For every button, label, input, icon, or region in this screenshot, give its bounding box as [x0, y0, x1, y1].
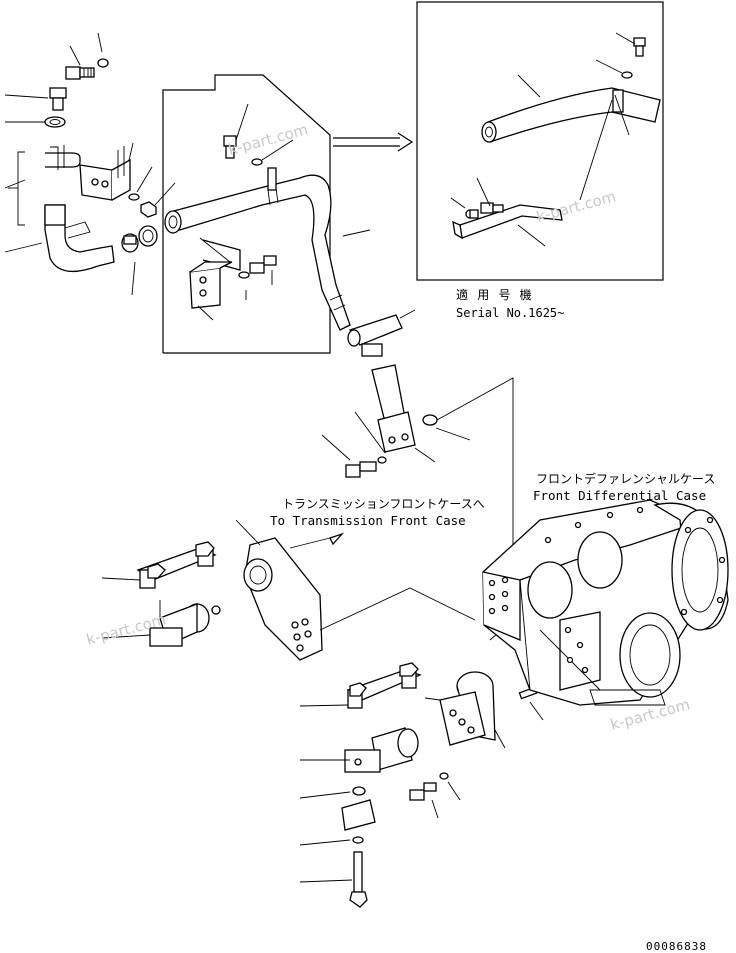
transmission-label-jp: トランスミッションフロントケースへ — [282, 497, 485, 511]
leader-lines-mount-left — [101, 519, 476, 639]
bolts-serial — [469, 37, 646, 219]
cushion-left — [149, 603, 221, 647]
upper-cap-lower — [346, 662, 422, 709]
clamp-bracket — [79, 146, 131, 201]
serial-note-en: Serial No.1625~ — [456, 306, 564, 320]
upper-cap-left — [136, 541, 217, 589]
differential-label-jp: フロントデファレンシャルケース — [536, 471, 715, 486]
leader-lines-lower — [299, 697, 544, 883]
drawing-number: 00086838 — [646, 940, 707, 953]
bolts-main — [223, 135, 277, 279]
cushion-lower — [344, 727, 419, 773]
detail-box-main — [162, 74, 331, 354]
hose-main — [164, 174, 351, 331]
serial-note-jp: 適 用 号 機 — [456, 287, 533, 302]
hose-clamps-left — [121, 193, 158, 253]
differential-case — [482, 499, 729, 706]
bolt-top-left — [65, 58, 109, 80]
connector-fittings — [347, 309, 416, 357]
support-block — [439, 671, 496, 746]
bolt-flange — [345, 456, 387, 478]
leader-lines-serial — [450, 32, 636, 247]
transmission-label-en: To Transmission Front Case — [270, 513, 466, 528]
callout-arrow — [333, 132, 414, 152]
lower-bolts — [341, 686, 538, 908]
watermark-2: k-part.com — [534, 187, 618, 226]
hose-serial — [481, 87, 661, 143]
leader-lines-main — [197, 103, 371, 321]
detail-box-serial — [416, 1, 664, 281]
hose-left — [44, 204, 115, 273]
differential-case-bolt-holes — [488, 506, 726, 674]
mount-bracket — [243, 537, 323, 661]
elbow-fitting — [44, 87, 67, 128]
differential-label-en: Front Differential Case — [533, 488, 706, 503]
u-bolt — [45, 145, 81, 170]
watermark-1: k-part.com — [226, 120, 310, 159]
pipe-elbow-flange — [371, 364, 438, 453]
